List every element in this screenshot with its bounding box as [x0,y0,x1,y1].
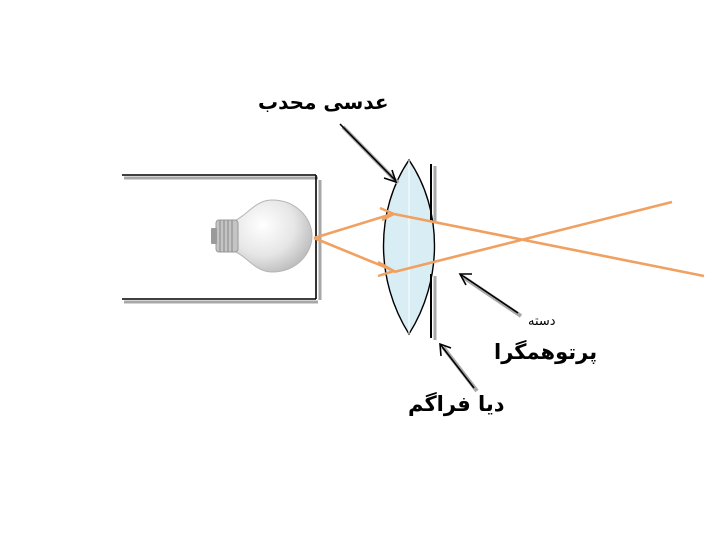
ray-upper-in [313,212,393,240]
ray-upper-out [393,212,705,278]
convergent-beam-label-line2: پرتوهمگرا [494,340,598,364]
diaphragm-pointer-arrow [439,342,479,393]
diaphragm-label: دیا فراگم [408,392,505,416]
convex-lens-label: عدسی محدب [258,90,389,114]
light-bulb [211,199,313,273]
beam-pointer-arrow [458,273,523,318]
convergent-beam-label-line1: دسته [528,314,556,329]
light-rays [313,200,705,278]
lens-pointer-arrow [339,123,400,185]
ray-lower-out [393,200,673,274]
ray-lower-in [313,236,393,272]
convex-lens [382,158,436,336]
ray-arrowheads [377,206,398,278]
diaphragm [430,164,437,340]
